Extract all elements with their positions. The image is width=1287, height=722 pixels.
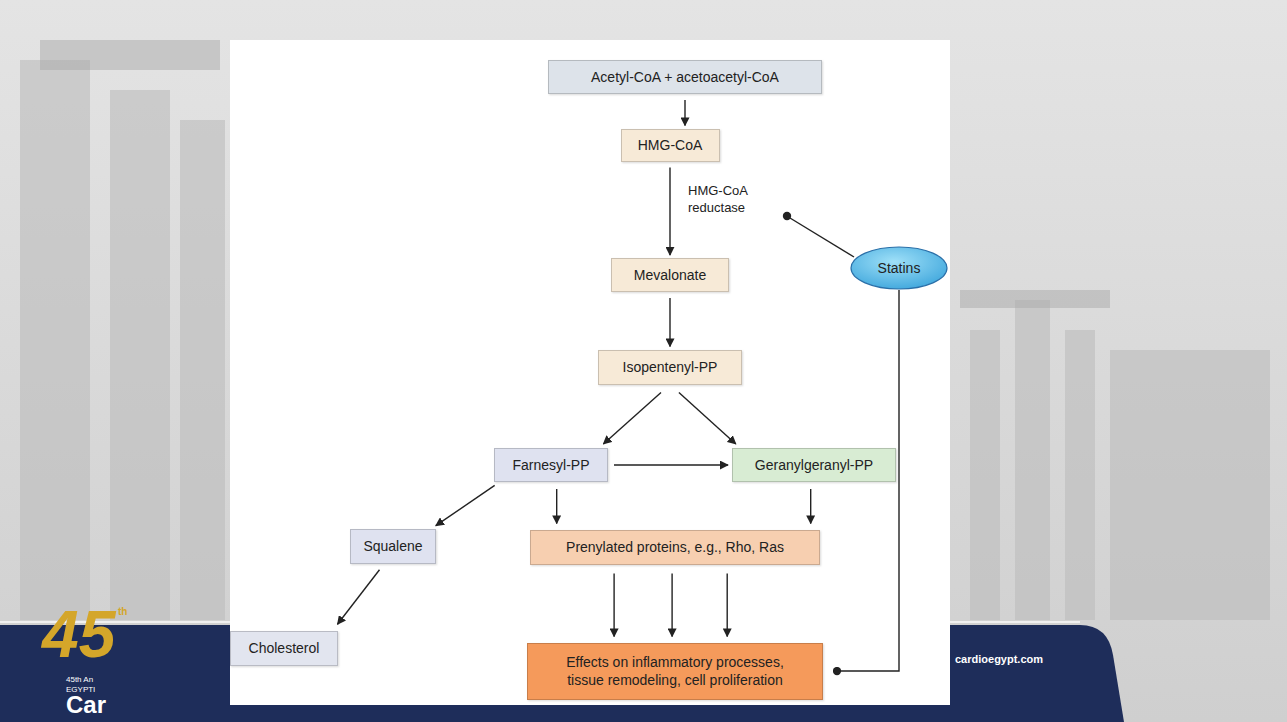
- intermediate-box: Farnesyl-PP: [494, 448, 608, 482]
- inhibition-line: [790, 218, 854, 257]
- arrow-connector: [669, 298, 670, 347]
- arrow-connector: [727, 574, 728, 637]
- effects-box: Effects on inflammatory processes, tissu…: [527, 643, 823, 700]
- logo-caption: 45th An: [66, 676, 93, 685]
- node-text: Isopentenyl-PP: [623, 358, 718, 376]
- node-text: Prenylated proteins, e.g., Rho, Ras: [566, 538, 784, 556]
- enzyme-label: HMG-CoA reductase: [688, 183, 770, 216]
- logo-number: 45: [42, 598, 115, 671]
- node-text: Squalene: [363, 537, 422, 555]
- logo-wordmark: Car: [66, 692, 106, 718]
- figure-panel: [230, 40, 950, 705]
- intermediate-box: HMG-CoA: [621, 129, 720, 162]
- arrow-connector: [613, 574, 614, 637]
- arrow-connector: [614, 464, 728, 465]
- node-text: Effects on inflammatory processes, tissu…: [548, 653, 802, 689]
- node-text: Geranylgeranyl-PP: [755, 456, 873, 474]
- arrow-connector: [338, 570, 380, 624]
- arrow-connector: [684, 100, 685, 126]
- arrow-connector: [671, 574, 672, 637]
- intermediate-box: Mevalonate: [611, 258, 729, 292]
- drug-ellipse: Statins: [850, 246, 948, 290]
- arrow-connector: [556, 489, 557, 524]
- arrow-connector: [669, 168, 670, 256]
- logo-superscript: th: [118, 606, 127, 617]
- protein-box: Prenylated proteins, e.g., Rho, Ras: [530, 530, 820, 565]
- inhibition-dot: [783, 212, 791, 220]
- node-text: Statins: [878, 259, 921, 277]
- intermediate-box: Geranylgeranyl-PP: [732, 448, 896, 482]
- node-text: Cholesterol: [249, 639, 320, 657]
- node-text: Farnesyl-PP: [512, 456, 589, 474]
- arrow-connector: [810, 489, 811, 524]
- arrow-connector: [436, 485, 495, 525]
- product-box: Cholesterol: [230, 631, 338, 666]
- node-text: HMG-CoA: [638, 136, 703, 154]
- website-url: cardioegypt.com: [955, 653, 1043, 665]
- substrate-box: Acetyl-CoA + acetoacetyl-CoA: [548, 60, 822, 94]
- node-text: Mevalonate: [634, 266, 706, 284]
- intermediate-box: Squalene: [350, 529, 436, 564]
- intermediate-box: Isopentenyl-PP: [598, 350, 742, 385]
- arrow-connector: [679, 393, 736, 445]
- node-text: Acetyl-CoA + acetoacetyl-CoA: [591, 68, 779, 86]
- arrow-connector: [603, 393, 661, 445]
